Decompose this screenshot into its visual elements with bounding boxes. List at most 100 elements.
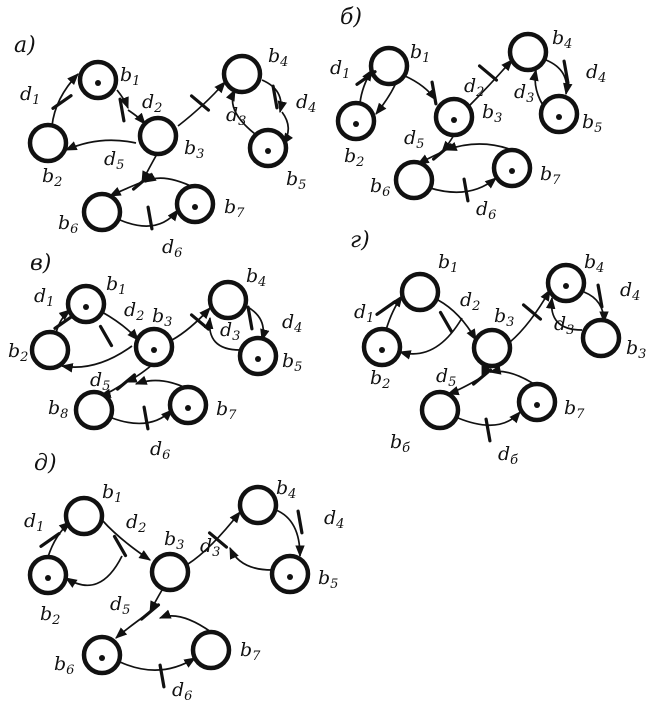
panel-label: д) — [34, 451, 57, 476]
token-dot — [451, 117, 457, 123]
transition-label: d2 — [126, 511, 146, 536]
arc-arrow — [64, 139, 137, 151]
place-circle — [580, 317, 622, 359]
arc-arrow — [171, 307, 211, 341]
arc-arrow — [65, 555, 123, 588]
transition-label: d2 — [142, 91, 162, 116]
arc-arrow — [385, 295, 403, 331]
place-circle — [29, 329, 71, 371]
place-circle — [368, 45, 410, 87]
transition-bar — [131, 173, 153, 191]
arc-arrow — [275, 509, 305, 558]
token-dot — [534, 402, 540, 408]
place-circle — [237, 484, 279, 526]
transition-bar — [438, 310, 454, 334]
arc-arrow — [51, 73, 79, 127]
arc-arrow — [101, 519, 151, 561]
transition-label: d6 — [172, 679, 192, 704]
transition-label: d5 — [404, 127, 424, 152]
place-label: b8 — [48, 397, 68, 422]
transition-bar — [484, 417, 492, 443]
arc-arrow — [203, 316, 241, 351]
place-label: b3 — [626, 337, 646, 362]
place-circle — [207, 279, 249, 321]
token-dot — [95, 80, 101, 86]
transition-label: d3 — [220, 319, 240, 344]
place-label: b1 — [410, 41, 430, 66]
place-circle — [471, 327, 513, 369]
transition-bar — [471, 368, 493, 386]
place-label: b5 — [318, 567, 338, 592]
token-dot — [287, 574, 293, 580]
transition-label: d4 — [586, 61, 606, 86]
place-label: b3 — [184, 137, 204, 162]
place-label: b2 — [370, 367, 390, 392]
token-dot — [99, 655, 105, 661]
transition-label: d3 — [200, 535, 220, 560]
transition-bar — [246, 305, 254, 331]
transition-bar — [596, 283, 604, 309]
arc-arrow — [457, 411, 521, 427]
transition-label: d3 — [514, 81, 534, 106]
place-label: bб — [390, 431, 410, 456]
place-circle — [73, 389, 115, 431]
transition-label: d6 — [476, 198, 496, 223]
transition-label: d3 — [554, 313, 574, 338]
transition-bar — [207, 531, 229, 549]
panel-label: в) — [30, 251, 51, 276]
transition-label: d5 — [104, 148, 124, 173]
arc-arrow — [509, 288, 551, 343]
place-label: b5 — [582, 111, 602, 136]
transition-label: dб — [498, 443, 518, 468]
arc-arrow — [469, 59, 513, 106]
place-label: b4 — [584, 251, 604, 276]
arc-arrow — [229, 546, 273, 571]
place-label: b3 — [494, 305, 514, 330]
arc-arrow — [111, 409, 173, 425]
place-label: b1 — [438, 251, 458, 276]
place-circle — [81, 191, 123, 233]
place-label: b4 — [552, 27, 572, 52]
place-label: b4 — [276, 477, 296, 502]
transition-bar — [98, 324, 114, 348]
place-label: b7 — [240, 639, 261, 664]
token-dot — [509, 168, 515, 174]
place-label: b2 — [40, 603, 60, 628]
place-label: b1 — [106, 273, 126, 298]
token-dot — [265, 148, 271, 154]
place-label: b7 — [224, 196, 245, 221]
transition-bar — [189, 94, 211, 112]
token-dot — [353, 121, 359, 127]
arc-arrow — [116, 89, 129, 110]
place-circle — [221, 53, 263, 95]
transition-label: d1 — [34, 285, 54, 310]
transition-label: d5 — [110, 593, 130, 618]
place-circle — [63, 495, 105, 537]
transition-bar — [115, 373, 137, 391]
arc-arrow — [60, 345, 133, 373]
token-dot — [379, 347, 385, 353]
place-label: b3 — [164, 528, 184, 553]
arc-arrow — [119, 657, 197, 671]
transition-label: d2 — [464, 75, 484, 100]
place-circle — [399, 271, 441, 313]
place-label: b6 — [58, 212, 78, 237]
place-label: b2 — [8, 340, 28, 365]
transition-label: d1 — [354, 301, 374, 326]
panel-label: б) — [340, 5, 362, 30]
arc-arrow — [119, 209, 179, 227]
transition-bar — [39, 532, 61, 548]
transition-bar — [375, 300, 397, 316]
place-label: b7 — [216, 398, 237, 423]
place-label: b1 — [102, 481, 122, 506]
transition-label: d1 — [24, 510, 44, 535]
transition-bar — [271, 84, 279, 110]
transition-label: d5 — [436, 365, 456, 390]
token-dot — [185, 405, 191, 411]
